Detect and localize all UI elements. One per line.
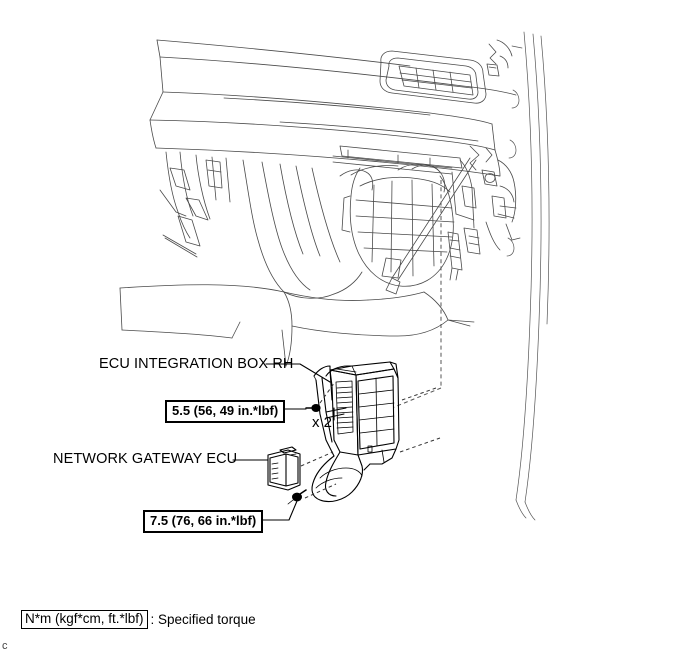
page-corner-mark: c: [2, 640, 8, 652]
quantity-marker-x2: x 2: [312, 414, 333, 431]
instrument-panel-group: [119, 31, 550, 521]
torque-spec-upper: 5.5 (56, 49 in.*lbf): [165, 400, 286, 423]
bolt-upper-x2: [305, 404, 321, 412]
dashed-align-gateway: [300, 451, 334, 467]
legend-unit-box: N*m (kgf*cm, ft.*lbf): [21, 610, 148, 630]
callout-label-ecu-integration-box-rh: ECU INTEGRATION BOX RH: [99, 356, 294, 372]
callout-label-network-gateway-ecu: NETWORK GATEWAY ECU: [53, 451, 238, 467]
torque-spec-lower: 7.5 (76, 66 in.*lbf): [143, 510, 264, 533]
bolt-lower: [287, 489, 307, 505]
dashed-align-bolt-upper: [319, 381, 336, 404]
network-gateway-ecu-part: [267, 446, 301, 491]
dashed-align-right-lower: [399, 437, 441, 453]
dashed-align-right-upper: [401, 387, 437, 401]
legend-description: : Specified torque: [150, 611, 256, 627]
leader-ecu-integration-box: [265, 363, 331, 383]
ecu-integration-box-part: [311, 361, 400, 503]
dashed-leader-diagonal: [391, 387, 442, 409]
torque-legend: N*m (kgf*cm, ft.*lbf) : Specified torque: [21, 610, 256, 630]
dashed-align-bolt-lower: [304, 483, 337, 499]
leader-torque-lower: [256, 500, 298, 521]
